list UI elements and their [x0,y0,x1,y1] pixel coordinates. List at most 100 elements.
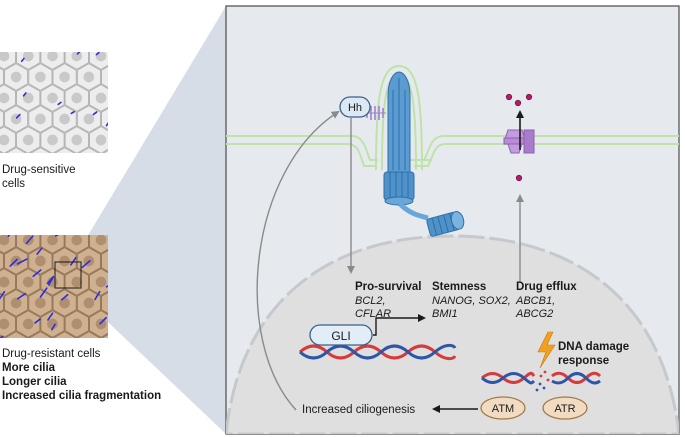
resistant-trait-fragmentation: Increased cilia fragmentation [2,390,161,402]
ciliogenesis-feedback-arrow [256,110,340,411]
cilium-mark [99,316,107,325]
pro-survival-title: Pro-survival [355,281,421,293]
cell-nucleus [59,297,70,309]
cell-nucleus [0,92,10,104]
cell-nucleus [84,30,95,41]
tissue-cell [53,22,76,49]
cell-nucleus [59,30,70,41]
drug-efflux-genes-1: ABCB1, [515,295,555,307]
cilium-mark [36,247,43,255]
cell-nucleus [95,235,107,246]
drug-dot [515,174,523,182]
cilium-mark [0,290,6,300]
cilium-mark [16,258,28,265]
drug-efflux-genes-2: ABCG2 [515,308,553,320]
cell-nucleus [71,177,82,188]
zoom-box [54,261,82,289]
cell-nucleus [132,72,143,83]
cell-nucleus [22,92,34,104]
cilium-mark [105,122,108,127]
hh-label: Hh [348,102,362,114]
cell-nucleus [35,71,46,83]
cilium-mark [105,284,108,288]
cilium-mark [15,113,21,119]
tissue-cell [54,147,75,153]
cilium-mark [46,275,55,285]
cell-nucleus [71,92,83,104]
cell-nucleus [71,276,83,288]
cell-nucleus [47,177,58,188]
cilium-mark [61,293,69,301]
cilium-mark [71,184,74,187]
cell-nucleus [71,361,82,372]
tissue-cell [0,206,4,233]
tissue-cell [114,85,137,112]
cilium-mark [57,101,62,106]
cell-nucleus [22,318,34,330]
cell-nucleus [95,276,107,288]
tissue-cell [77,22,100,49]
efflux-pump [503,110,535,154]
stemness-genes-2: BMI1 [432,308,458,320]
cilium-mark [25,235,34,245]
cilium-mark [92,111,98,116]
cilium-mark [54,235,60,237]
zoom-wedge [72,6,226,434]
cell-nucleus [120,361,131,372]
cilium-mark [81,260,91,269]
tissue-cell [77,331,101,338]
cell-nucleus [132,30,143,41]
cell-nucleus [0,276,10,288]
cell-nucleus [108,156,119,167]
cell-nucleus [120,51,131,62]
cell-nucleus [107,301,108,305]
drug-dot [525,93,533,101]
resistant-label: Drug-resistant cells [2,348,101,360]
cilium-mark [51,323,56,331]
tissue-cell [0,293,4,313]
sensitive-tissue [0,22,149,196]
cell-nucleus [83,297,95,309]
cell-nucleus [71,318,83,330]
drug-dot [514,99,522,107]
cilium-mark [129,351,135,360]
tissue-cell [52,331,77,338]
cell-nucleus [96,361,107,372]
cell-nucleus [47,318,58,330]
drug-molecules [505,93,533,182]
cell-nucleus [59,113,70,125]
tissue-cell [102,22,125,49]
tissue-cell [53,206,76,233]
tissue-cell [30,147,51,153]
cell-nucleus [96,177,107,188]
cell-nucleus [108,30,119,41]
tissue-cell [126,64,149,91]
cell-nucleus [35,297,46,309]
tissue-cell [0,67,4,87]
cilium-mark [109,70,112,73]
cell-nucleus [10,71,22,83]
cell-nucleus [83,113,95,125]
cell-nucleus [107,75,108,79]
cilium-mark [44,341,48,348]
cilium-mark [16,292,27,300]
tissue-cell [89,169,112,196]
tissue-cell [101,292,108,314]
stemness-title: Stemness [432,281,486,293]
tissue-cell [126,106,149,133]
cilium-mark [76,52,81,55]
cell-nucleus [35,255,46,267]
dna-damage-label-1: DNA damage [558,341,629,353]
cilium-mark [23,209,31,216]
hh-ligand [339,96,371,118]
cell-nucleus [11,214,22,225]
tissue-cell [101,334,108,338]
cilium-mark [39,287,48,298]
cell-nucleus [95,318,107,330]
cell-nucleus [132,114,143,125]
cilium-mark [22,92,27,97]
resistant-trait-longer-cilia: Longer cilia [2,376,67,388]
tissue-cell [126,22,149,49]
cilium-mark [47,312,54,321]
